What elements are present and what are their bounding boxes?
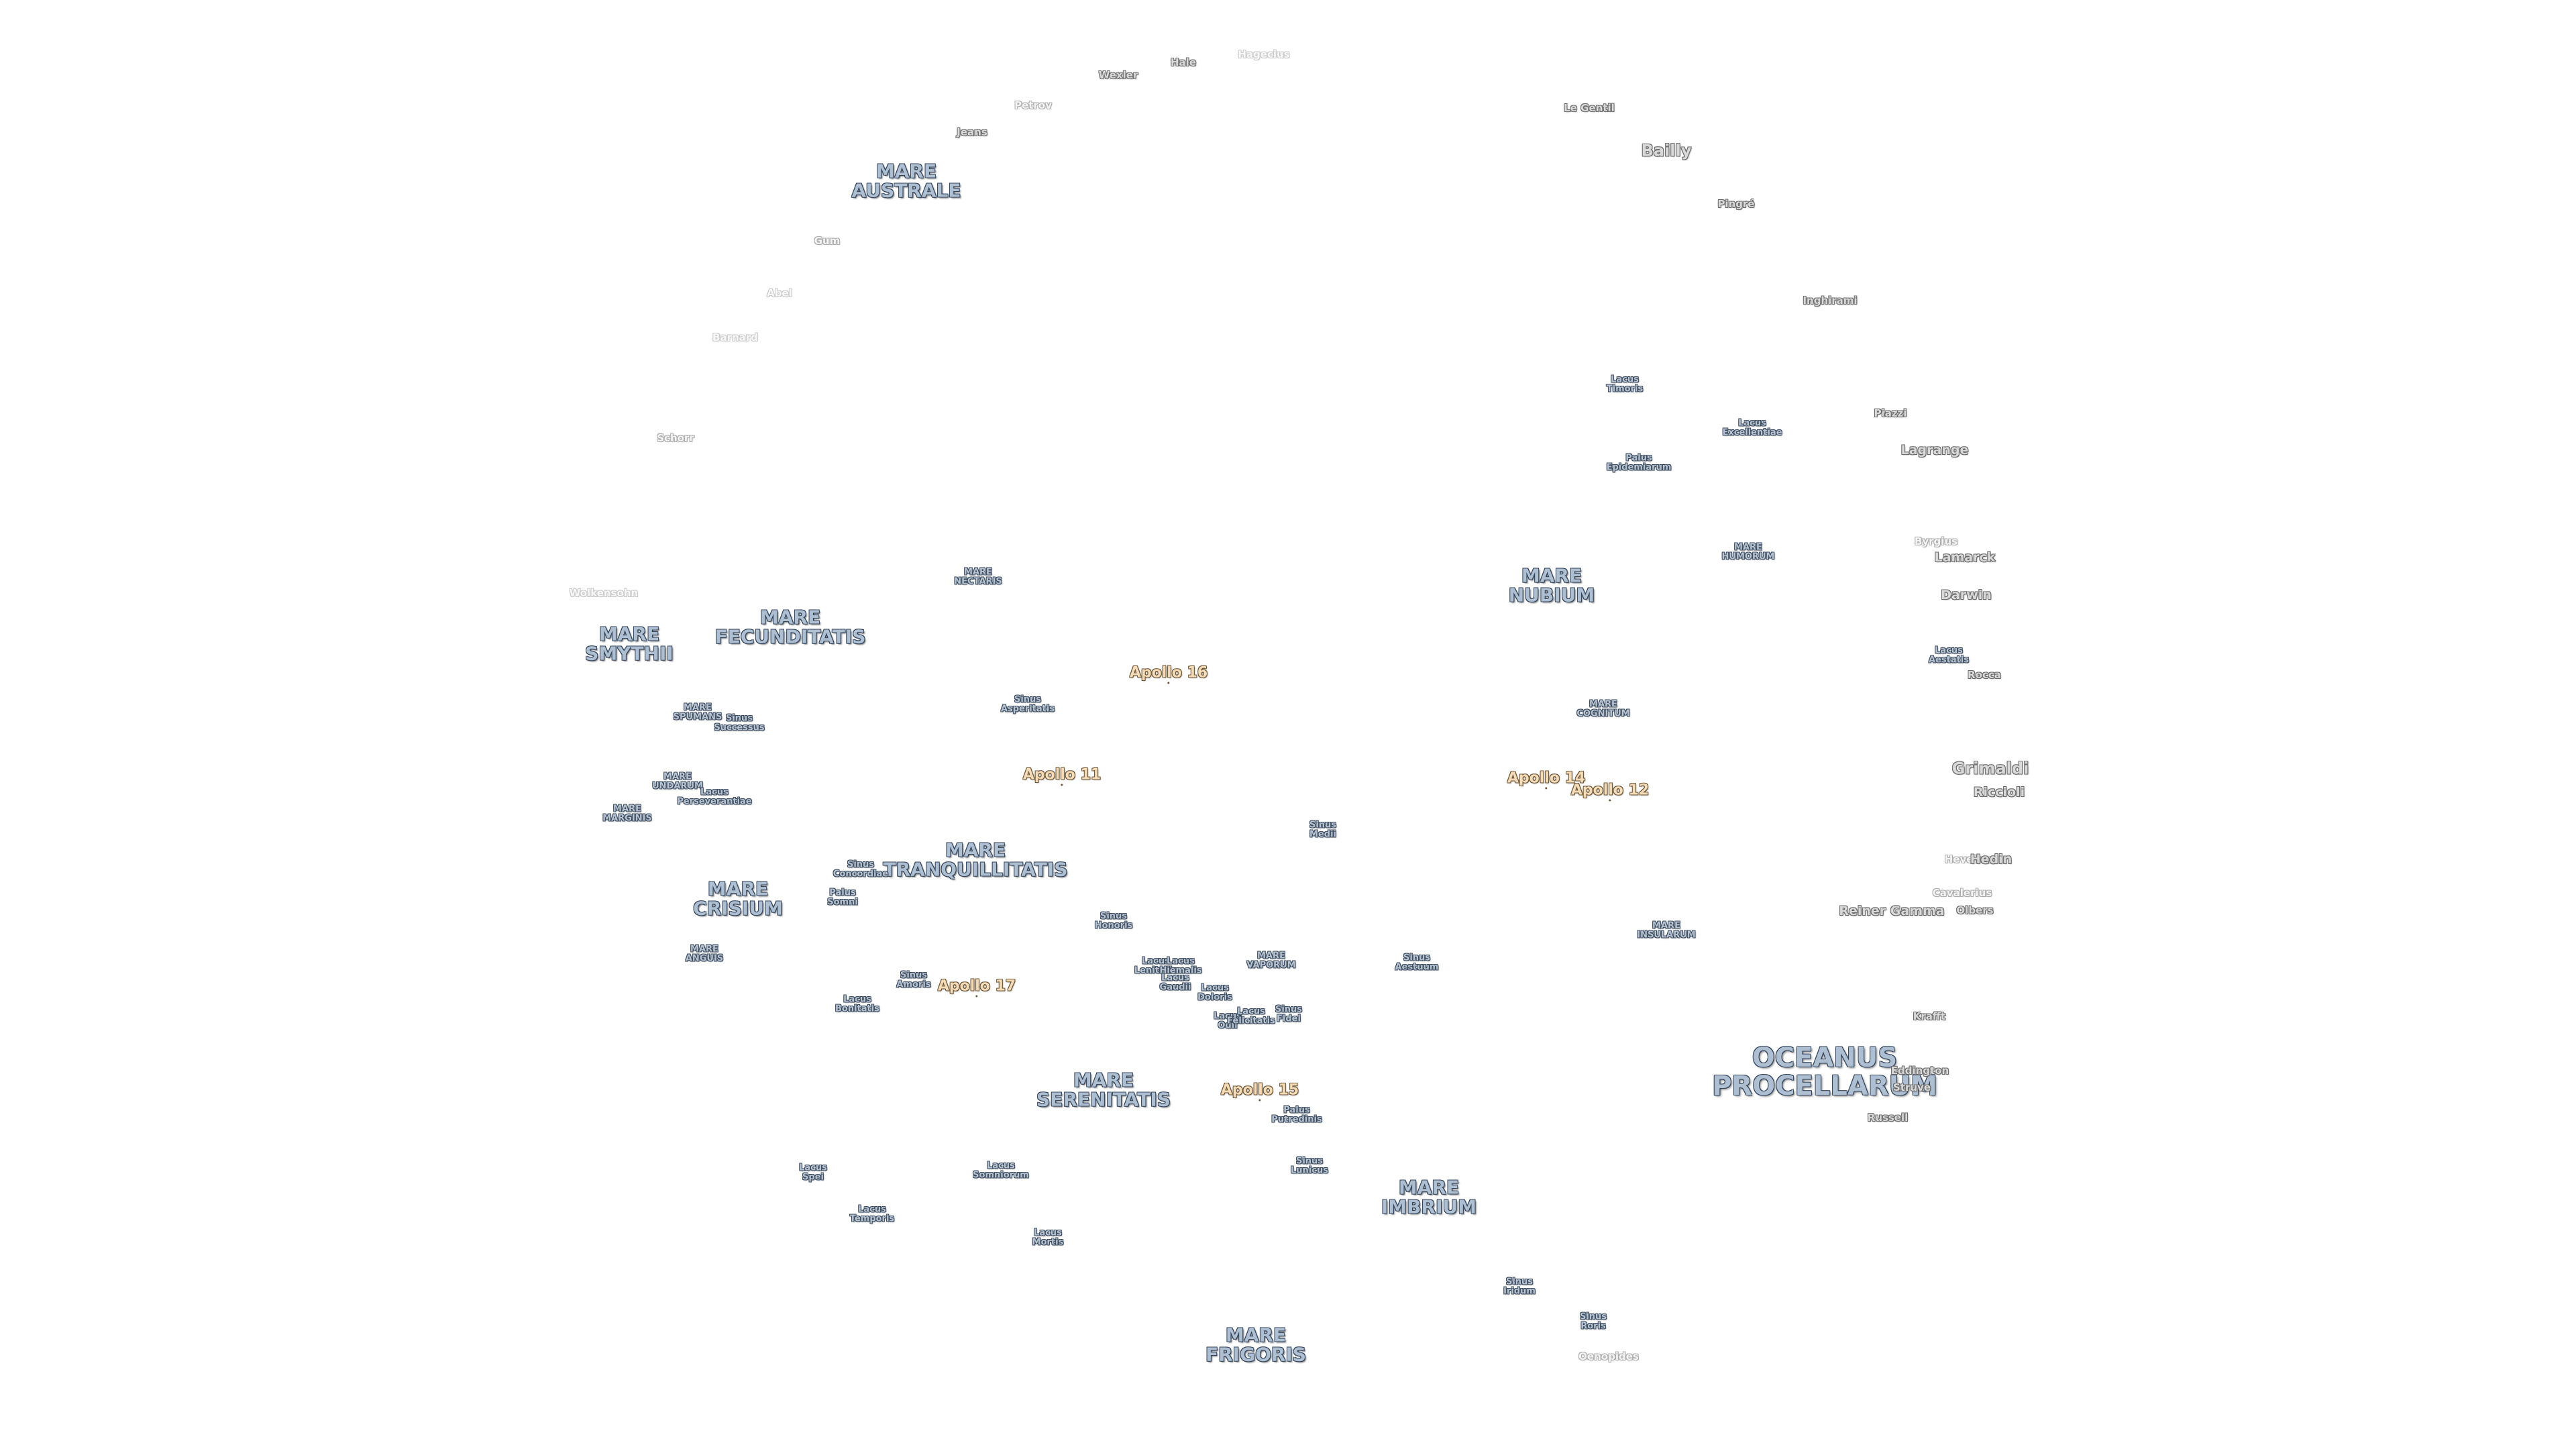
- label-mare-insularum: MARE INSULARUM: [1637, 920, 1696, 940]
- label-apollo-16: Apollo 16: [1129, 664, 1208, 682]
- label-lacus-bonitatis: Lacus Bonitatis: [835, 994, 879, 1014]
- label-crater-barnard: Barnard: [712, 331, 758, 344]
- label-crater-bailly: Bailly: [1641, 141, 1692, 160]
- label-palus-epidemiarum: Palus Epidemiarum: [1606, 453, 1672, 472]
- label-crater-lagrange: Lagrange: [1900, 443, 1969, 458]
- label-lacus-gaudii: Lacus Gaudii: [1159, 973, 1191, 992]
- label-crater-mare-anguis-faint: Wolkensohn: [569, 587, 639, 600]
- label-palus-somni: Palus Somni: [827, 888, 858, 907]
- label-mare-tranquillitatis: MARE TRANQUILLITATIS: [883, 839, 1068, 881]
- label-crater-le-gentil: Le Gentil: [1564, 102, 1615, 115]
- label-crater-rocca: Rocca: [1968, 669, 2001, 682]
- label-sinus-lunicus: Sinus Lunicus: [1291, 1156, 1328, 1175]
- label-apollo-15: Apollo 15: [1220, 1081, 1299, 1099]
- label-mare-imbrium: MARE IMBRIUM: [1381, 1176, 1477, 1218]
- label-sinus-honoris: Sinus Honoris: [1094, 911, 1133, 930]
- label-mare-australe: MARE AUSTRALE: [851, 160, 961, 202]
- label-lacus-hiemalis: Lacus Hiemalis: [1159, 956, 1202, 975]
- label-crater-hagecius: Hagecius: [1238, 48, 1290, 61]
- label-mare-fecunditatis: MARE FECUNDITATIS: [714, 606, 866, 648]
- label-sinus-successus: Sinus Successus: [714, 713, 765, 733]
- label-crater-pingre: Pingré: [1717, 198, 1755, 211]
- label-crater-byrgius: Byrgius: [1914, 535, 1958, 548]
- label-crater-krafft: Krafft: [1913, 1010, 1946, 1023]
- label-mare-nubium: MARE NUBIUM: [1508, 564, 1595, 606]
- label-crater-jeans: Jeans: [957, 126, 987, 139]
- label-mare-nectaris: MARE NECTARIS: [954, 567, 1002, 586]
- label-crater-darwin: Darwin: [1941, 588, 1992, 603]
- label-lacus-lenitatis: Lacus Lenitatis: [1134, 956, 1178, 975]
- label-crater-hale: Hale: [1171, 56, 1196, 69]
- label-apollo-11: Apollo 11: [1022, 766, 1102, 784]
- label-oceanus-procellarum: OCEANUS PROCELLARUM: [1712, 1042, 1937, 1102]
- label-mare-vaporum: MARE VAPORUM: [1246, 951, 1296, 970]
- label-crater-petrov: Petrov: [1014, 99, 1052, 112]
- label-crater-cavalerius: Cavalerius: [1932, 887, 1992, 900]
- label-mare-frigoris: MARE FRIGORIS: [1205, 1324, 1307, 1366]
- label-crater-schorr: Schorr: [657, 432, 694, 445]
- label-sinus-iridum: Sinus Iridum: [1503, 1277, 1536, 1296]
- label-sinus-concordiae: Sinus Concordiae: [833, 859, 889, 879]
- label-lacus-mortis: Lacus Mortis: [1032, 1228, 1064, 1247]
- label-crater-hedin: Hedin: [1970, 852, 2012, 867]
- label-crater-grimaldi: Grimaldi: [1951, 759, 2029, 778]
- label-mare-serenitatis: MARE SERENITATIS: [1036, 1069, 1171, 1111]
- label-mare-marginis: MARE MARGINIS: [602, 804, 652, 823]
- label-crater-reiner-gamma: Reiner Gamma: [1839, 904, 1945, 919]
- label-sinus-roris: Sinus Roris: [1579, 1311, 1607, 1331]
- label-crater-abel: Abel: [767, 287, 792, 300]
- label-sinus-asperitatis: Sinus Asperitatis: [1000, 694, 1055, 714]
- label-crater-riccioli: Riccioli: [1973, 785, 2025, 800]
- label-lacus-doloris: Lacus Doloris: [1197, 983, 1232, 1002]
- label-mare-spumans: MARE SPUMANS: [673, 702, 722, 722]
- label-apollo-17: Apollo 17: [937, 977, 1016, 995]
- label-crater-eddington: Eddington: [1890, 1065, 1949, 1077]
- label-mare-crisium: MARE CRISIUM: [693, 877, 783, 920]
- label-sinus-aestuum: Sinus Aestuum: [1395, 953, 1439, 972]
- label-crater-piazzi: Piazzi: [1874, 407, 1907, 420]
- label-lacus-spei: Lacus Spei: [799, 1163, 827, 1182]
- label-mare-humorum: MARE HUMORUM: [1721, 542, 1775, 561]
- label-crater-struve: Struve: [1892, 1081, 1931, 1094]
- label-lacus-odii: Lacus Odii: [1214, 1011, 1242, 1030]
- label-lacus-perseverantiae: Lacus Perseverantiae: [677, 787, 752, 806]
- label-mare-cognitum: MARE COGNITUM: [1576, 699, 1630, 718]
- label-crater-olbers: Olbers: [1956, 904, 1994, 917]
- label-crater-russell: Russell: [1867, 1112, 1909, 1124]
- label-crater-wexler: Wexler: [1098, 69, 1138, 82]
- label-sinus-medii: Sinus Medii: [1309, 820, 1337, 839]
- label-apollo-14: Apollo 14: [1507, 769, 1586, 787]
- label-crater-lamarck: Lamarck: [1934, 550, 1996, 566]
- label-mare-undarum: MARE UNDARUM: [652, 771, 703, 791]
- label-lacus-felicitatis: Lacus Felicitatis: [1227, 1006, 1275, 1026]
- label-crater-inghirami: Inghirami: [1803, 294, 1858, 307]
- label-sinus-fidei: Sinus Fidei: [1275, 1004, 1303, 1024]
- label-crater-hevelius: Hevelius: [1944, 853, 1994, 866]
- label-mare-anguis: MARE ANGUIS: [685, 944, 724, 963]
- label-lacus-excellentiae: Lacus Excellentiae: [1722, 418, 1782, 437]
- label-lacus-temporis: Lacus Temporis: [849, 1204, 895, 1224]
- label-crater-gum: Gum: [814, 235, 841, 248]
- label-lacus-aestatis: Lacus Aestatis: [1928, 645, 1970, 665]
- label-lacus-somniorum: Lacus Somniorum: [973, 1161, 1029, 1180]
- label-palus-putredinis: Palus Putredinis: [1271, 1105, 1322, 1124]
- label-lacus-timoris: Lacus Timoris: [1606, 374, 1644, 394]
- label-sinus-amoris: Sinus Amoris: [896, 970, 931, 989]
- label-crater-oenopides: Oenopides: [1578, 1350, 1639, 1363]
- label-mare-smythii: MARE SMYTHII: [585, 623, 674, 665]
